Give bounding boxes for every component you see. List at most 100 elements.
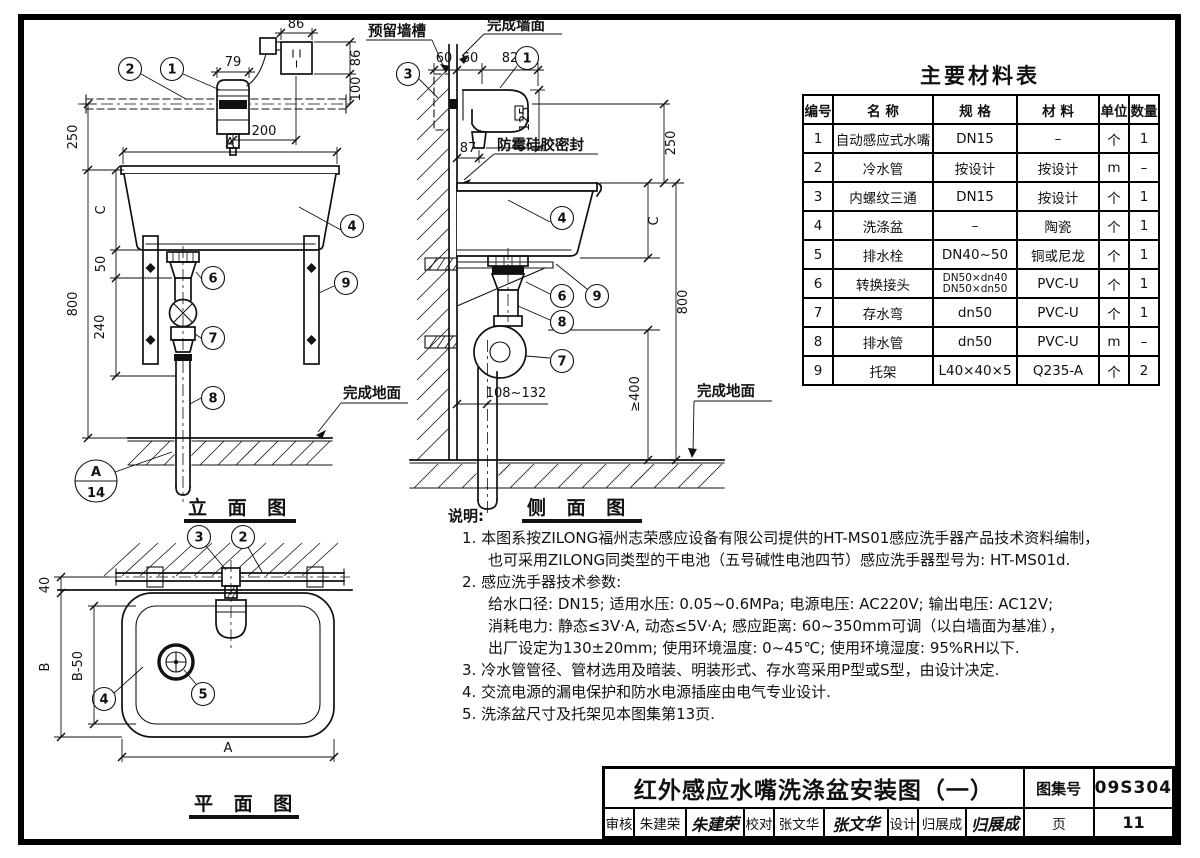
- title-block-top-row: 红外感应水嘴洗涤盆安装图（一） 图集号 09S304: [605, 769, 1172, 809]
- callout-3-groove: 3: [395, 61, 439, 99]
- svg-text:3: 3: [403, 68, 412, 83]
- finished-floor-label-front: 完成地面: [316, 384, 408, 439]
- svg-text:4: 4: [99, 693, 108, 708]
- drain-pipe-side: [476, 248, 509, 514]
- cell-spec: DN50×dn40 DN50×dn50: [932, 268, 1018, 299]
- page-border-frame: [18, 14, 1181, 845]
- side-top-dimensions: 60 60 82: [428, 51, 544, 86]
- svg-text:立 面 图: 立 面 图: [188, 496, 293, 519]
- cell-no: 1: [802, 123, 834, 154]
- cell-spec: L40×40×5: [932, 355, 1018, 386]
- callout-9-bracket-side: 9: [555, 263, 610, 309]
- svg-text:A: A: [91, 465, 101, 480]
- callout-7-trap-side: 7: [525, 348, 575, 374]
- svg-text:C: C: [94, 205, 109, 214]
- svg-text:侧 面 图: 侧 面 图: [527, 497, 632, 519]
- notes-section: 说明: 1. 本图系按ZILONG福州志荣感应设备有限公司提供的HT-MS01感…: [448, 505, 1178, 725]
- table-row: 2 冷水管 按设计 按设计 m –: [802, 152, 1160, 183]
- svg-text:预留墙槽: 预留墙槽: [368, 22, 426, 40]
- cell-unit: m: [1098, 152, 1130, 183]
- cell-name: 冷水管: [832, 152, 934, 183]
- callout-4-basin-front: 4: [298, 206, 365, 239]
- plan-title: 平 面 图: [189, 793, 299, 819]
- cell-no: 6: [802, 268, 834, 299]
- svg-text:87: 87: [460, 141, 477, 156]
- svg-text:2: 2: [125, 63, 134, 78]
- svg-text:800: 800: [66, 292, 81, 317]
- callout-8-pipe-side: 8: [517, 305, 575, 335]
- svg-text:完成地面: 完成地面: [697, 382, 755, 400]
- note-line: 消耗电力: 静态≤3V·A, 动态≤5V·A; 感应距离: 60~350mm可调…: [488, 617, 1064, 635]
- cell-name: 托架: [832, 355, 934, 386]
- svg-text:3: 3: [194, 531, 203, 546]
- cell-unit: 个: [1098, 268, 1130, 299]
- svg-text:60: 60: [462, 51, 479, 66]
- svg-text:8: 8: [208, 392, 217, 407]
- power-cord-plug: [246, 37, 282, 87]
- atlas-number-value: 09S304: [1094, 778, 1172, 798]
- svg-text:250: 250: [664, 131, 679, 156]
- header-no: 编号: [802, 94, 834, 125]
- cell-unit: 个: [1098, 210, 1130, 241]
- note-line: 也可采用ZILONG同类型的干电池（五号碱性电池四节）感应洗手器型号为: HT-…: [488, 551, 1071, 569]
- finished-floor-front: [127, 437, 333, 466]
- svg-text:7: 7: [208, 332, 217, 347]
- cell-qty: 2: [1128, 355, 1160, 386]
- cell-material: 铜或尼龙: [1016, 239, 1100, 270]
- svg-text:平 面 图: 平 面 图: [194, 793, 299, 815]
- signature-text: 归展成: [970, 813, 1020, 835]
- header-name: 名 称: [832, 94, 934, 125]
- header-qty: 数量: [1128, 94, 1160, 125]
- cell-name: 洗涤盆: [832, 210, 934, 241]
- header-unit: 单位: [1098, 94, 1130, 125]
- svg-text:B: B: [38, 663, 53, 672]
- elevation-view: 86 79 86 100 200 250 800: [66, 17, 408, 523]
- wall-brackets: [142, 235, 320, 365]
- cell-material: –: [1016, 123, 1100, 154]
- note-line: 5. 洗涤盆尺寸及托架见本图集第13页.: [462, 705, 715, 723]
- svg-text:200: 200: [252, 124, 277, 139]
- svg-text:125: 125: [518, 107, 533, 132]
- cell-no: 2: [802, 152, 834, 183]
- svg-text:防霉硅胶密封: 防霉硅胶密封: [497, 136, 584, 154]
- drain-pipe-front: [174, 246, 192, 502]
- svg-text:≥400: ≥400: [628, 376, 643, 412]
- check-name: 张文华: [775, 809, 825, 836]
- cell-spec: DN15: [932, 123, 1018, 154]
- side-view: 完成墙面 预留墙槽 3: [366, 16, 772, 523]
- cell-material: PVC-U: [1016, 268, 1100, 299]
- cell-qty: 1: [1128, 268, 1160, 299]
- side-right-dimensions: 250 C 800 ≥400: [532, 99, 691, 465]
- check-signature: 张文华: [825, 809, 889, 836]
- callout-6-drain-side: 6: [525, 281, 575, 309]
- cell-material: 按设计: [1016, 152, 1100, 183]
- drain-trap-side: [473, 255, 529, 379]
- faucet-dimensions: 125 87: [452, 85, 545, 163]
- cell-name: 排水栓: [832, 239, 934, 270]
- cell-unit: 个: [1098, 297, 1130, 328]
- note-line: 3. 冷水管管径、管材选用及暗装、明装形式、存水弯采用P型或S型，由设计决定.: [462, 661, 1000, 679]
- trap-offset-dimension: 108~132: [452, 386, 548, 409]
- sealant-label: 防霉硅胶密封: [461, 136, 598, 188]
- cell-qty: 1: [1128, 123, 1160, 154]
- cell-no: 3: [802, 181, 834, 212]
- materials-table: 编号 名 称 规 格 材 料 单位 数量 1 自动感应式水嘴 DN15 – 个 …: [802, 94, 1160, 386]
- table-row: 1 自动感应式水嘴 DN15 – 个 1: [802, 123, 1160, 154]
- plan-view: 3 2 4 5 40 B: [38, 524, 353, 819]
- table-row: 8 排水管 dn50 PVC-U m –: [802, 326, 1160, 357]
- svg-text:B-50: B-50: [71, 651, 86, 681]
- power-socket: [280, 41, 313, 75]
- wall-groove-label: 预留墙槽: [366, 22, 450, 73]
- faucet-plan: [215, 560, 247, 648]
- cell-material: 陶瓷: [1016, 210, 1100, 241]
- svg-text:79: 79: [225, 55, 242, 70]
- cell-unit: 个: [1098, 123, 1130, 154]
- callout-2-pipe-plan: 2: [230, 524, 263, 573]
- title-block: 红外感应水嘴洗涤盆安装图（一） 图集号 09S304 审核 朱建荣 朱建荣 校对…: [602, 766, 1175, 839]
- header-spec: 规 格: [932, 94, 1018, 125]
- svg-text:C: C: [647, 216, 662, 225]
- cell-name: 存水弯: [832, 297, 934, 328]
- cell-no: 4: [802, 210, 834, 241]
- cell-unit: m: [1098, 326, 1130, 357]
- cell-material: PVC-U: [1016, 297, 1100, 328]
